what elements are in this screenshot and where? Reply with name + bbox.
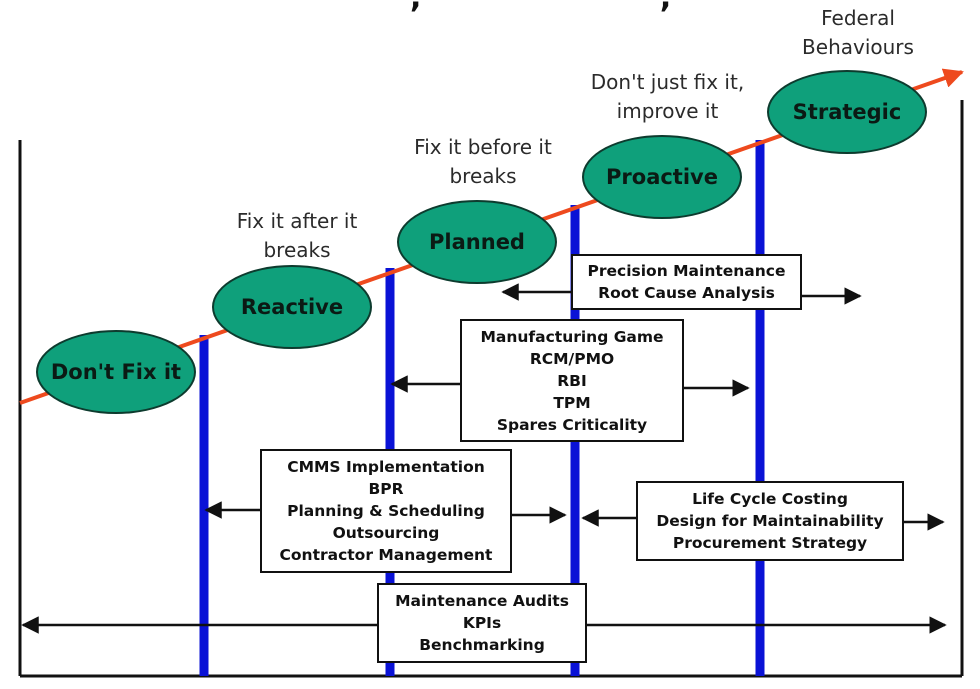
stage-dont-fix-it-label: Don't Fix it [50, 360, 182, 384]
box-maintenance-audits: Maintenance Audits KPIs Benchmarking [377, 583, 587, 663]
stage-proactive: Proactive [582, 135, 742, 219]
box-precision-maintenance: Precision Maintenance Root Cause Analysi… [571, 254, 802, 310]
stage-planned: Planned [397, 200, 557, 284]
box-line: Outsourcing [332, 524, 440, 542]
stage-planned-label: Planned [429, 230, 525, 254]
box-line: RCM/PMO [529, 349, 615, 368]
stage-strategic: Strategic [767, 70, 927, 154]
stage-reactive: Reactive [212, 265, 372, 349]
caption-proactive: Don't just fix it, improve it [590, 70, 745, 123]
box-line: RBI [557, 371, 587, 390]
box-line: BPR [368, 480, 404, 498]
box-line: KPIs [462, 614, 502, 632]
caption-reactive: Fix it after it breaks [236, 209, 358, 262]
stage-dont-fix-it: Don't Fix it [36, 330, 196, 414]
box-line: Benchmarking [419, 636, 545, 654]
box-line: Contractor Management [279, 546, 493, 564]
box-line: CMMS Implementation [287, 458, 485, 476]
box-line: Precision Maintenance [587, 262, 786, 280]
stage-proactive-label: Proactive [606, 165, 718, 189]
box-cmms-implementation: CMMS Implementation BPR Planning & Sched… [260, 449, 512, 573]
stage-reactive-label: Reactive [240, 295, 344, 319]
box-manufacturing-game: Manufacturing Game RCM/PMO RBI TPM Spare… [460, 319, 684, 442]
box-line: Maintenance Audits [395, 592, 569, 610]
cropped-title-fragment: , , [410, 0, 673, 15]
top-label: Federal Behaviours [802, 6, 914, 59]
box-line: Design for Maintainability [656, 512, 884, 530]
box-line: Life Cycle Costing [692, 490, 848, 508]
box-line: Manufacturing Game [480, 327, 664, 346]
box-line: Procurement Strategy [672, 534, 868, 552]
caption-planned: Fix it before it breaks [414, 135, 552, 188]
box-line: Planning & Scheduling [287, 502, 485, 520]
box-line: Root Cause Analysis [598, 284, 775, 302]
stage-strategic-label: Strategic [792, 100, 902, 124]
box-line: TPM [553, 393, 591, 412]
box-life-cycle-costing: Life Cycle Costing Design for Maintainab… [636, 481, 904, 561]
box-line: Spares Criticality [496, 415, 648, 434]
